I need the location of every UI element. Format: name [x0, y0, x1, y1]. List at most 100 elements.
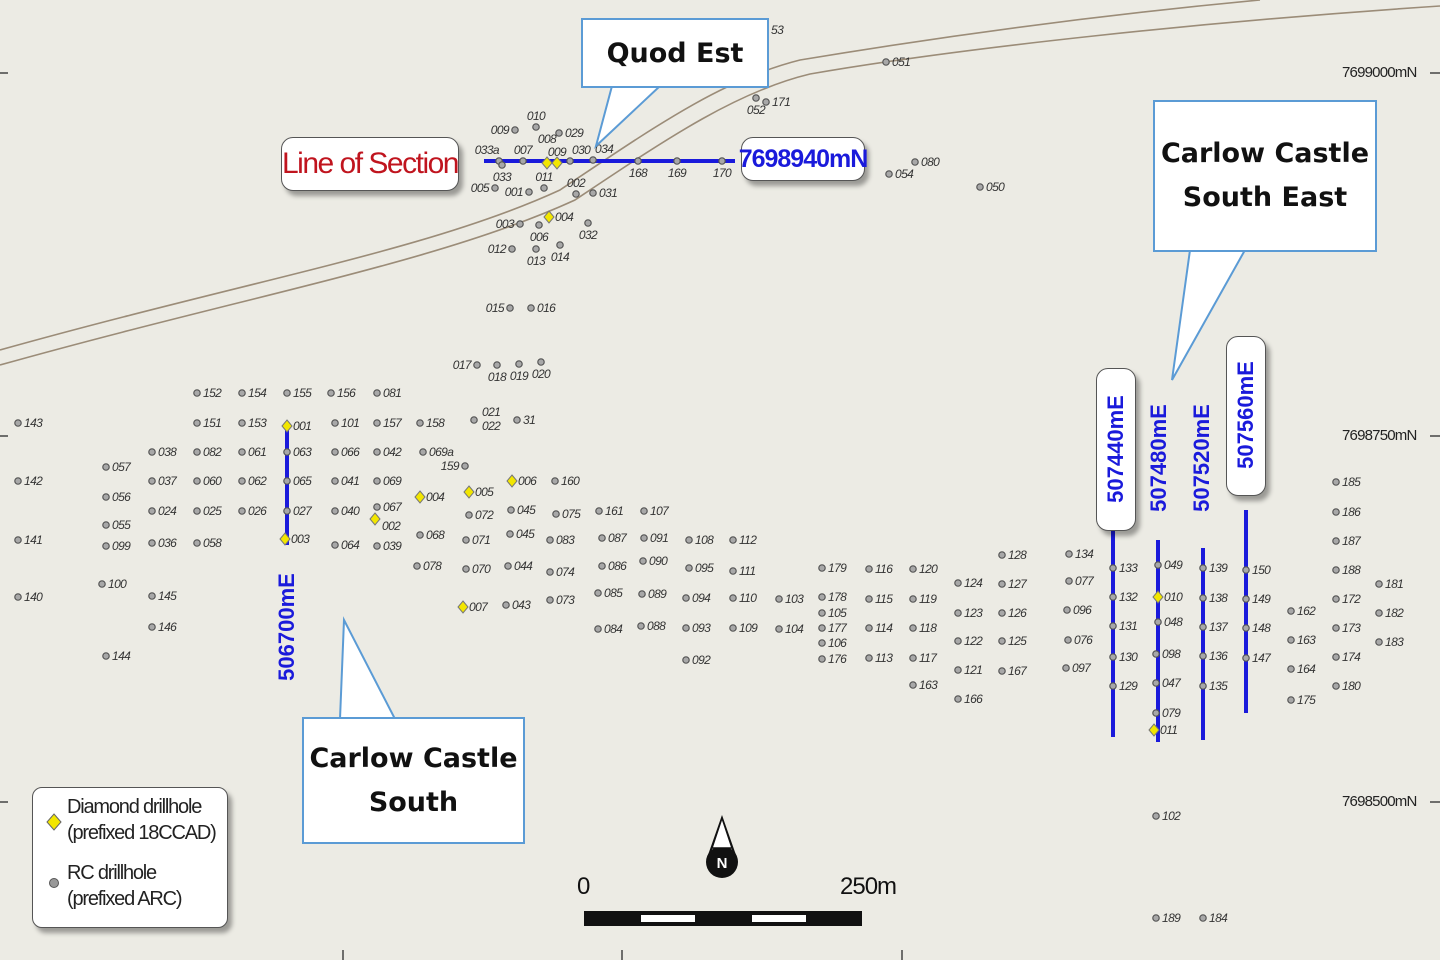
- rc-marker-icon: [1154, 618, 1162, 626]
- rc-marker-icon: [1375, 609, 1383, 617]
- drillhole-label: 003: [291, 532, 310, 546]
- rc-marker-icon: [594, 589, 602, 597]
- rc-marker-icon: [14, 419, 22, 427]
- rc-drillhole: 129: [1109, 679, 1139, 693]
- rc-marker-icon: [640, 534, 648, 542]
- rc-drillhole: 018: [488, 361, 508, 384]
- diamond-drillhole: 002: [369, 512, 402, 533]
- rc-drillhole: 073: [546, 593, 576, 607]
- diamond-drillhole: 006: [506, 474, 538, 488]
- callout-line: South: [368, 786, 459, 818]
- rc-marker-icon: [373, 477, 381, 485]
- rc-marker-icon: [1109, 653, 1117, 661]
- scale-end-label: 250m: [840, 873, 897, 900]
- rc-marker-icon: [473, 361, 481, 369]
- rc-marker-icon: [532, 245, 540, 253]
- rc-marker-icon: [594, 625, 602, 633]
- rc-drillhole: 119: [909, 592, 938, 606]
- rc-marker-icon: [637, 622, 645, 630]
- rc-marker-icon: [976, 183, 984, 191]
- drillhole-label: 188: [1342, 563, 1361, 577]
- drillhole-label: 095: [695, 561, 714, 575]
- rc-marker-icon: [638, 590, 646, 598]
- rc-drillhole: 116: [865, 562, 894, 576]
- rc-marker-icon: [491, 184, 499, 192]
- rc-drillhole: 31: [513, 413, 536, 427]
- drillhole-label: 134: [1075, 547, 1094, 561]
- rc-drillhole: 011: [535, 170, 553, 192]
- drillhole-label: 074: [556, 565, 575, 579]
- drillhole-label: 017: [453, 358, 473, 372]
- drillhole-label: 177: [828, 621, 848, 635]
- rc-drillhole: 039: [373, 539, 403, 553]
- drillhole-label: 141: [24, 533, 42, 547]
- drillhole-label: 084: [604, 622, 623, 636]
- rc-drillhole: 106: [818, 636, 848, 650]
- drillhole-label: 007: [514, 143, 534, 157]
- rc-marker-icon: [552, 510, 560, 518]
- rc-marker-icon: [589, 156, 597, 164]
- rc-drillhole: 056: [102, 490, 132, 504]
- drillhole-label: 034: [595, 142, 614, 156]
- rc-marker-icon: [729, 567, 737, 575]
- rc-marker-icon: [283, 507, 291, 515]
- rc-marker-icon: [551, 477, 559, 485]
- drillhole-label: 164: [1297, 662, 1316, 676]
- rc-drillhole: 158: [416, 416, 446, 430]
- rc-marker-icon: [1199, 564, 1207, 572]
- rc-marker-icon: [193, 419, 201, 427]
- rc-marker-icon: [502, 601, 510, 609]
- rc-marker-icon: [546, 596, 554, 604]
- rc-drillhole: 088: [637, 619, 667, 633]
- rc-drillhole: 045: [507, 503, 537, 517]
- easting-507440-pill: [1096, 368, 1136, 531]
- rc-drillhole: 042: [373, 445, 403, 459]
- drillhole-label: 114: [875, 621, 893, 635]
- rc-drillhole: 044: [504, 559, 534, 573]
- rc-marker-icon: [598, 534, 606, 542]
- drillhole-label: 105: [828, 606, 847, 620]
- drillhole-label: 102: [1162, 809, 1181, 823]
- legend-diamond: Diamond drillhole (prefixed 18CCAD): [67, 794, 217, 846]
- rc-marker-icon: [1242, 654, 1250, 662]
- drillhole-label: 160: [561, 474, 580, 488]
- rc-marker-icon: [507, 506, 515, 514]
- drillhole-label: 033: [493, 170, 512, 184]
- rc-drillhole: 124: [954, 576, 984, 590]
- rc-drillhole: 140: [14, 590, 44, 604]
- rc-drillhole: 182: [1375, 606, 1405, 620]
- drillhole-label: 001: [505, 185, 523, 199]
- rc-drillhole: 082: [193, 445, 223, 459]
- rc-drillhole: 147: [1242, 651, 1273, 665]
- rc-marker-icon: [954, 695, 962, 703]
- rc-marker-icon: [193, 507, 201, 515]
- rc-marker-icon: [515, 360, 523, 368]
- rc-drillhole: 121: [954, 663, 983, 677]
- rc-marker-icon: [1242, 595, 1250, 603]
- grid-label-7699000mN: 7699000mN: [1342, 64, 1417, 81]
- drillhole-label: 098: [1162, 647, 1181, 661]
- drillhole-label: 058: [203, 536, 222, 550]
- rc-marker-icon: [818, 639, 826, 647]
- rc-marker-icon: [1064, 636, 1072, 644]
- rc-marker-icon: [1109, 593, 1117, 601]
- drillhole-label: 033a: [475, 143, 500, 157]
- rc-marker-icon: [98, 580, 106, 588]
- drillhole-label: 142: [24, 474, 43, 488]
- rc-drillhole: 072: [465, 508, 495, 522]
- rc-drillhole: 149: [1242, 592, 1272, 606]
- drillhole-label: 044: [514, 559, 533, 573]
- drillhole-label: 139: [1209, 561, 1228, 575]
- drillhole-label: 068: [426, 528, 445, 542]
- rc-drillhole: 159: [441, 459, 469, 473]
- rc-drillhole: 114: [865, 621, 894, 635]
- drillhole-label: 138: [1209, 591, 1228, 605]
- rc-drillhole: 071: [462, 533, 491, 547]
- map-legend: Diamond drillhole (prefixed 18CCAD) RC d…: [32, 787, 228, 928]
- rc-drillhole: 050: [976, 180, 1006, 194]
- rc-drillhole: 079: [1152, 706, 1182, 720]
- rc-drillhole: 173: [1332, 621, 1362, 635]
- drillhole-label: 158: [426, 416, 445, 430]
- drillhole-label: 112: [739, 533, 757, 547]
